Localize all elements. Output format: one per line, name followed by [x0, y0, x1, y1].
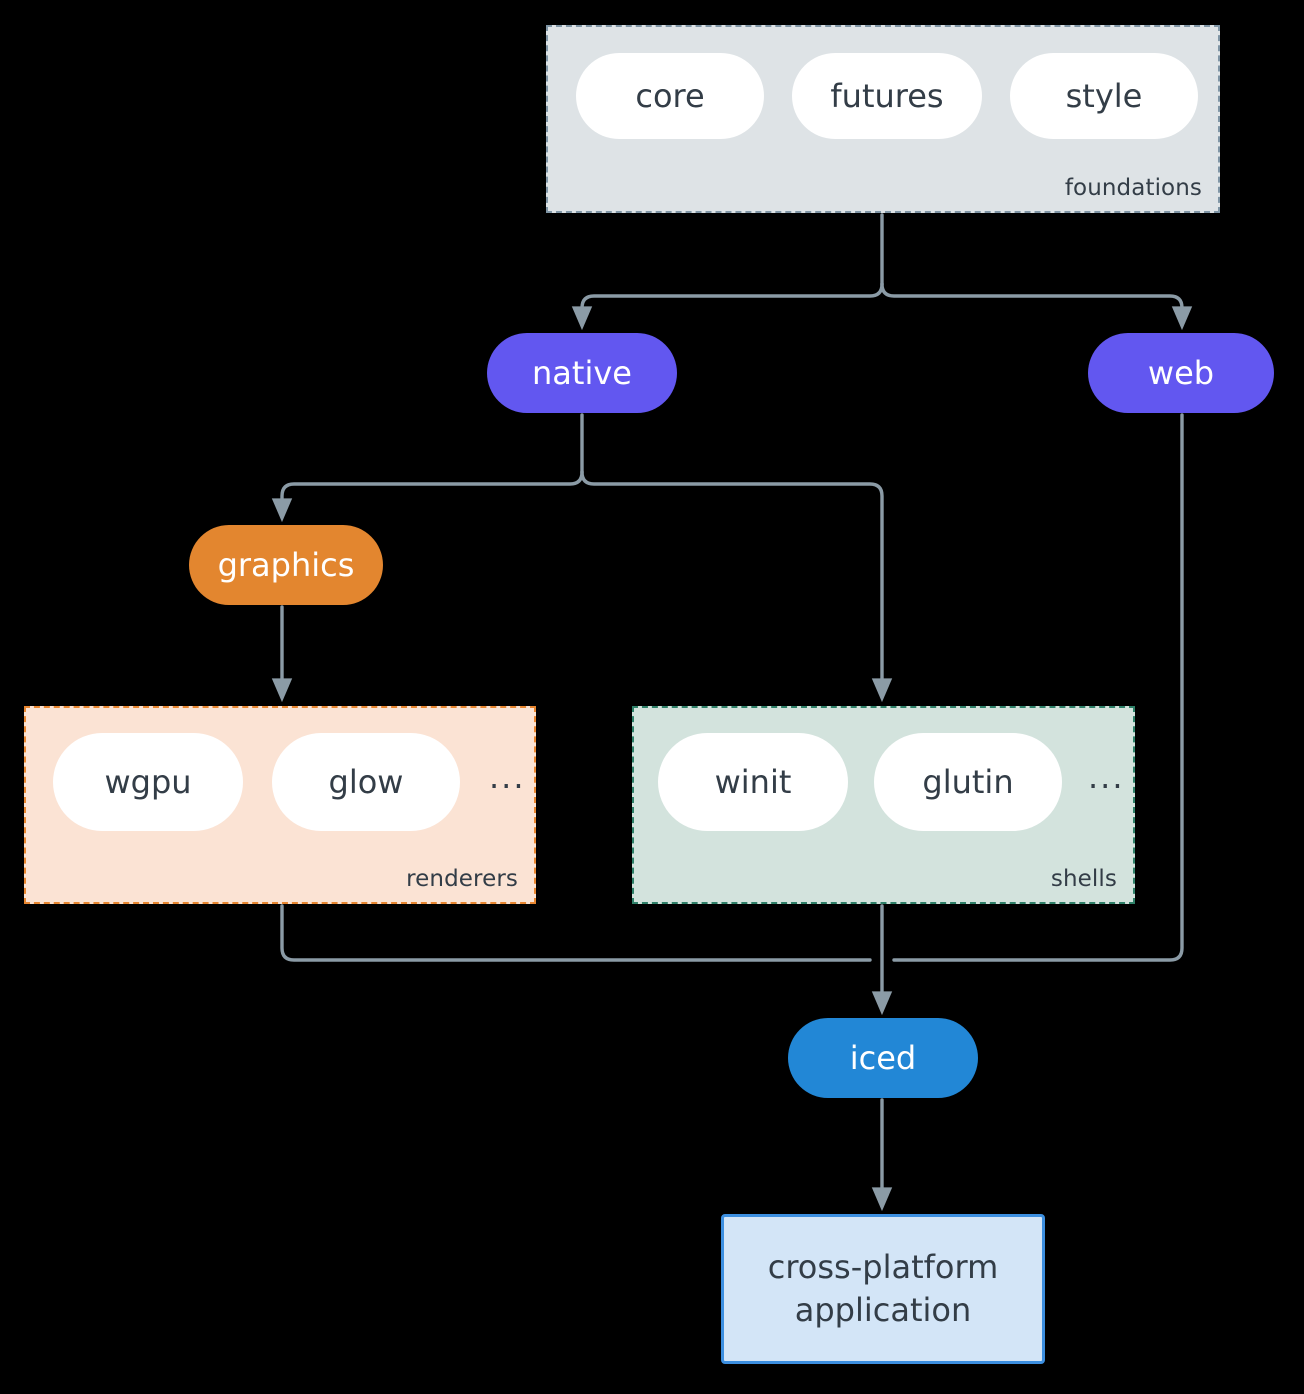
application-line-1: cross-platform	[767, 1247, 999, 1286]
renderers-more-ellipsis: ...	[489, 758, 526, 796]
node-web[interactable]: web	[1088, 333, 1274, 413]
application-line-2: application	[794, 1291, 972, 1329]
node-winit[interactable]: winit	[658, 733, 848, 831]
node-core[interactable]: core	[576, 53, 764, 139]
node-native[interactable]: native	[487, 333, 677, 413]
group-label-renderers: renderers	[406, 866, 518, 892]
edge-native-to-shells	[580, 470, 893, 703]
node-style[interactable]: style	[1010, 53, 1198, 139]
renderers-items: wgpu glow ...	[53, 733, 526, 831]
edge-native-to-graphics	[271, 470, 584, 523]
group-foundations[interactable]: core futures style foundations	[546, 25, 1220, 213]
node-glow[interactable]: glow	[272, 733, 460, 831]
foundations-items: core futures style	[576, 53, 1198, 139]
group-renderers[interactable]: wgpu glow ... renderers	[24, 706, 536, 904]
node-glutin[interactable]: glutin	[874, 733, 1062, 831]
group-label-foundations: foundations	[1064, 175, 1202, 201]
group-label-shells: shells	[1050, 866, 1117, 892]
node-cross-platform-application[interactable]: cross-platform application	[721, 1214, 1045, 1364]
node-futures[interactable]: futures	[792, 53, 982, 139]
node-iced[interactable]: iced	[788, 1018, 978, 1098]
shells-items: winit glutin ...	[658, 733, 1125, 831]
edge-foundations-to-web	[880, 282, 1193, 331]
node-wgpu[interactable]: wgpu	[53, 733, 243, 831]
group-shells[interactable]: winit glutin ... shells	[632, 706, 1135, 904]
node-graphics[interactable]: graphics	[189, 525, 383, 605]
edge-foundations-to-native	[571, 282, 884, 331]
shells-more-ellipsis: ...	[1088, 758, 1125, 796]
edge-renderers-to-iced	[280, 904, 872, 962]
